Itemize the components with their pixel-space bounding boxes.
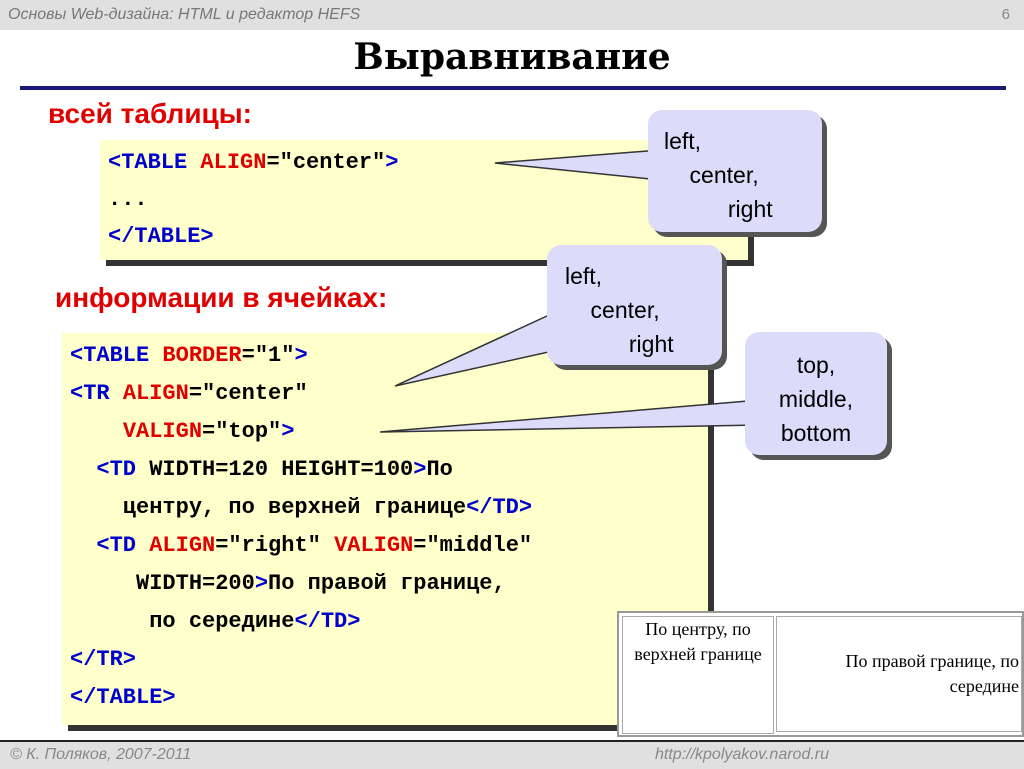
code-tag: <TABLE (70, 343, 163, 368)
code-tag: </TR> (70, 647, 137, 672)
code-line: <TD WIDTH=120 HEIGHT=100>По (70, 457, 453, 482)
callout-line: bottom (780, 420, 852, 446)
code-attribute: ALIGN (149, 533, 216, 558)
code-attribute: BORDER (162, 343, 242, 368)
code-tag: </TD> (466, 495, 533, 520)
code-line: по середине</TD> (70, 609, 360, 634)
section1-heading: всей таблицы: (48, 98, 252, 129)
title-divider (20, 86, 1006, 90)
code-text: ="top" (202, 419, 282, 444)
code-attribute: VALIGN (122, 419, 203, 444)
callout-align-values: left, center, right (547, 245, 722, 365)
rendered-cell-top-center: По центру, по верхней границе (622, 616, 774, 734)
code-line: <TABLE BORDER="1"> (70, 343, 308, 368)
code-tag: > (294, 343, 308, 368)
callout-line: right (565, 331, 674, 357)
code-text: ="right" (215, 533, 335, 558)
code-attribute: ALIGN (200, 150, 267, 175)
code-tag: <TR (70, 381, 123, 406)
callout-line: center, (565, 297, 660, 323)
callout-line: left, (565, 263, 603, 289)
callout-line: left, (664, 128, 702, 154)
code-line: VALIGN="top"> (70, 419, 295, 444)
code-text (70, 533, 96, 558)
code-line: <TR ALIGN="center" (70, 381, 308, 406)
code-text: ... (108, 187, 148, 212)
code-text: по середине (70, 609, 295, 634)
code-block-cell-align: <TABLE BORDER="1"><TR ALIGN="center" VAL… (62, 333, 708, 725)
code-text: ="center" (266, 150, 386, 175)
code-tag: > (385, 150, 399, 175)
code-line: центру, по верхней границе</TD> (70, 495, 532, 520)
callout-line: middle, (778, 386, 854, 412)
code-line: </TABLE> (108, 224, 214, 249)
code-tag: > (413, 457, 427, 482)
code-text (70, 457, 96, 482)
slide-title: Выравнивание (353, 36, 671, 78)
slide-footer: © К. Поляков, 2007-2011 http://kpolyakov… (0, 740, 1024, 769)
code-line: <TD ALIGN="right" VALIGN="middle" (70, 533, 532, 558)
code-tag: > (254, 571, 269, 596)
code-line: WIDTH=200>По правой границе, (70, 571, 506, 596)
code-tag: <TD (96, 533, 150, 558)
code-text: ="center" (188, 381, 308, 406)
code-text: центру, по верхней границе (70, 495, 467, 520)
code-tag: > (281, 419, 295, 444)
code-attribute: ALIGN (122, 381, 189, 406)
code-line: ... (108, 187, 148, 212)
rendered-cell-text: По правой границе, по середине (845, 651, 1019, 696)
code-line: </TR> (70, 647, 136, 672)
footer-author: © К. Поляков, 2007-2011 (10, 746, 192, 763)
callout-table-align-values: left, center, right (648, 110, 822, 232)
code-text: ="middle" (413, 533, 533, 558)
code-text: По правой границе, (268, 571, 506, 596)
callout-valign-values: top, middle, bottom (745, 332, 887, 455)
code-text: WIDTH=120 HEIGHT=100 (149, 457, 414, 482)
slide-number: 6 (1001, 6, 1010, 23)
code-text: WIDTH=200 (70, 571, 255, 596)
code-text (70, 419, 123, 444)
code-tag: </TD> (294, 609, 361, 634)
code-line: <TABLE ALIGN="center"> (108, 150, 398, 175)
callout-line: center, (664, 162, 759, 188)
code-tag: </TABLE> (70, 685, 176, 710)
rendered-table-example: По центру, по верхней границе По правой … (617, 611, 1024, 737)
code-tag: <TABLE (108, 150, 201, 175)
callout-line: right (664, 196, 773, 222)
code-attribute: VALIGN (334, 533, 414, 558)
code-text: По (426, 457, 453, 482)
code-tag: <TD (96, 457, 150, 482)
course-title: Основы Web-дизайна: HTML и редактор HEFS (8, 6, 361, 23)
rendered-cell-middle-right: По правой границе, по середине (776, 616, 1022, 732)
code-text: ="1" (241, 343, 295, 368)
slide-header: Основы Web-дизайна: HTML и редактор HEFS… (0, 0, 1024, 30)
footer-url[interactable]: http://kpolyakov.narod.ru (655, 746, 830, 763)
callout-line: top, (796, 352, 836, 378)
code-line: </TABLE> (70, 685, 176, 710)
code-tag: </TABLE> (108, 224, 214, 249)
section2-heading: информации в ячейках: (55, 282, 388, 313)
